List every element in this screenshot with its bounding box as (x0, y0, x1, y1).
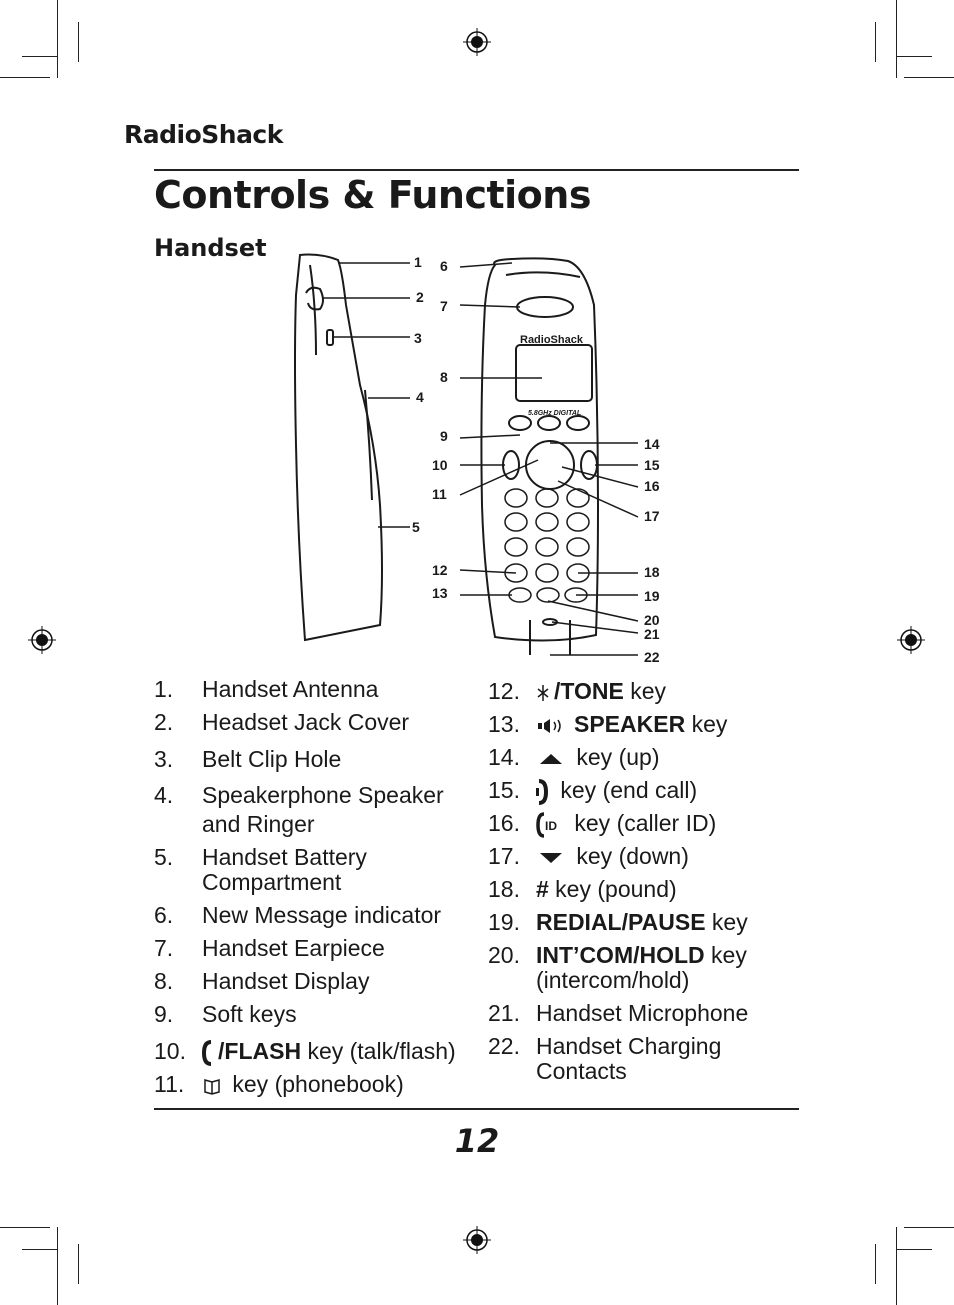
svg-text:19: 19 (644, 588, 660, 604)
speaker-icon (538, 718, 561, 733)
svg-text:8: 8 (440, 369, 448, 385)
svg-text:13: 13 (432, 585, 448, 601)
crop-mark (57, 0, 58, 78)
footer-rule (154, 1108, 799, 1110)
list-item: 2.Headset Jack Cover (154, 709, 410, 735)
registration-mark-icon (463, 28, 491, 56)
list-item: 19.REDIAL/PAUSE key (488, 909, 748, 935)
page-number: 12 (454, 1122, 500, 1160)
registration-mark-icon (28, 626, 56, 654)
list-item: 20.INT’COM/HOLD key(intercom/hold) (488, 942, 747, 993)
crop-mark (897, 56, 932, 57)
list-item: 1.Handset Antenna (154, 676, 379, 702)
header-rule (154, 169, 799, 171)
list-item: 12./TONE key (488, 678, 667, 704)
svg-text:5: 5 (412, 519, 420, 535)
crop-mark (78, 1244, 79, 1284)
list-item: 21.Handset Microphone (488, 1000, 749, 1026)
section-title: Handset (154, 234, 267, 262)
registration-mark-icon (897, 626, 925, 654)
list-item: 8.Handset Display (154, 968, 370, 994)
list-item: 18.# key (pound) (488, 876, 677, 902)
crop-mark (22, 56, 57, 57)
svg-text:ID: ID (545, 819, 557, 833)
crop-mark (22, 1249, 57, 1250)
list-item: 3.Belt Clip Hole (154, 746, 342, 772)
list-item: 13.SPEAKER key (488, 711, 728, 737)
crop-mark (897, 1249, 932, 1250)
list-item: 14. key (up) (488, 744, 660, 770)
svg-text:17: 17 (644, 508, 660, 524)
svg-text:9: 9 (440, 428, 448, 444)
crop-mark (896, 0, 897, 78)
callout-labels: 1 2 3 4 5 6 7 8 9 10 11 12 13 14 15 16 1… (412, 254, 660, 665)
crop-mark (78, 22, 79, 62)
brand-logo: RadioShack (124, 120, 283, 149)
list-item: 9.Soft keys (154, 1001, 297, 1027)
crop-mark (57, 1227, 58, 1305)
talk-icon (202, 1039, 212, 1066)
list-item: 11. key (phonebook) (154, 1071, 404, 1097)
list-item: 6.New Message indicator (154, 902, 442, 928)
svg-text:11: 11 (432, 486, 447, 502)
svg-text:2: 2 (416, 289, 424, 305)
list-item: 15. key (end call) (488, 777, 698, 805)
list-item: 7.Handset Earpiece (154, 935, 385, 961)
svg-text:12: 12 (432, 562, 448, 578)
caller-id-icon: ID (536, 812, 557, 838)
crop-mark (875, 22, 876, 62)
page-title: Controls & Functions (154, 173, 591, 217)
crop-mark (875, 1244, 876, 1284)
crop-mark (904, 77, 954, 78)
svg-text:18: 18 (644, 564, 660, 580)
crop-mark (0, 77, 50, 78)
up-arrow-icon (540, 753, 562, 764)
crop-mark (0, 1227, 50, 1228)
phonebook-icon (204, 1078, 220, 1095)
phone-brand-label: RadioShack (520, 334, 584, 346)
phone-model-label: 5.8GHz DIGITAL (528, 410, 581, 417)
list-item: 10./FLASH key (talk/flash) (154, 1038, 456, 1066)
svg-text:4: 4 (416, 389, 424, 405)
end-call-icon (536, 778, 549, 805)
keypad-keys (504, 488, 590, 603)
crop-mark (904, 1227, 954, 1228)
svg-text:22: 22 (644, 649, 660, 665)
list-item: 17. key (down) (488, 843, 689, 869)
handset-diagram: RadioShack 5.8GHz DIGITAL 1 2 3 4 5 6 7 (294, 253, 660, 665)
svg-text:21: 21 (644, 626, 660, 642)
crop-mark (896, 1227, 897, 1305)
svg-text:20: 20 (644, 612, 660, 628)
list-item: 16.ID key (caller ID) (488, 810, 717, 838)
star-icon (537, 684, 549, 701)
svg-text:10: 10 (432, 457, 448, 473)
svg-text:6: 6 (440, 258, 448, 274)
svg-text:7: 7 (440, 298, 448, 314)
svg-text:14: 14 (644, 436, 660, 452)
svg-text:3: 3 (414, 330, 422, 346)
svg-text:16: 16 (644, 478, 660, 494)
svg-text:1: 1 (414, 254, 422, 270)
down-arrow-icon (540, 852, 562, 863)
svg-text:15: 15 (644, 457, 660, 473)
registration-mark-icon (463, 1226, 491, 1254)
